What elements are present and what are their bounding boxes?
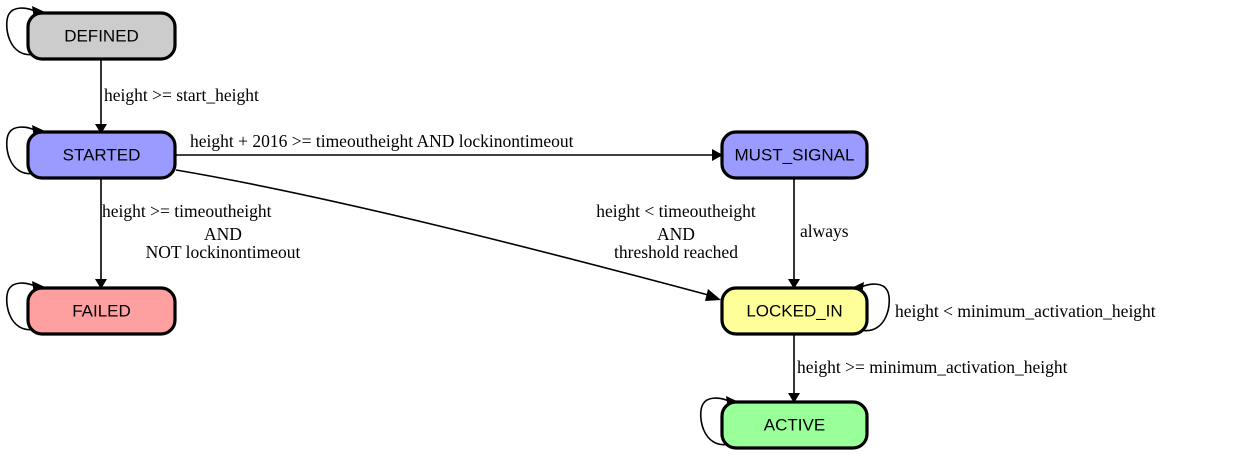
- started-to-must-signal-arrowhead: [712, 149, 723, 161]
- must-signal-to-locked-in-arrowhead: [788, 279, 800, 289]
- started-node-label: STARTED: [63, 145, 141, 164]
- edge-started-to-locked-in: [175, 169, 721, 301]
- state-node-failed[interactable]: FAILED: [26, 286, 177, 336]
- edge-must-signal-to-locked-in: [788, 178, 800, 289]
- must-signal-node-shape[interactable]: [720, 130, 869, 180]
- edge-locked-in-to-active: [788, 334, 800, 403]
- edge-label-locked-in-self-loop: height < minimum_activation_height: [895, 301, 1156, 321]
- started-self-loop-path: [5, 126, 38, 175]
- edge-defined-to-started: [95, 59, 107, 134]
- locked-in-to-active-arrowhead: [788, 393, 800, 403]
- failed-node-label: FAILED: [72, 301, 131, 320]
- started-to-locked-in-arrowhead: [705, 289, 721, 301]
- edge-label-started-to-must-signal: height + 2016 >= timeoutheight AND locki…: [190, 131, 574, 151]
- active-self-loop-path: [699, 397, 732, 446]
- started-to-locked-in-path: [175, 169, 713, 297]
- locked-in-node-shape[interactable]: [720, 286, 869, 336]
- state-node-must-signal[interactable]: MUST_SIGNAL: [720, 130, 869, 180]
- failed-self-loop-path: [5, 282, 38, 331]
- state-node-active[interactable]: ACTIVE: [720, 400, 869, 450]
- active-node-label: ACTIVE: [764, 415, 825, 434]
- locked-in-node-label: LOCKED_IN: [746, 301, 842, 320]
- edge-label-started-to-failed-line3: NOT lockinontimeout: [146, 242, 301, 262]
- must-signal-node-label: MUST_SIGNAL: [735, 145, 855, 164]
- defined-to-started-arrowhead: [95, 124, 107, 134]
- active-node-shape[interactable]: [720, 400, 869, 450]
- failed-node-shape[interactable]: [26, 286, 177, 336]
- edge-label-defined-to-started: height >= start_height: [104, 85, 259, 105]
- edge-label-started-to-failed-line2: AND: [204, 224, 242, 244]
- state-node-defined[interactable]: DEFINED: [26, 11, 177, 61]
- locked-in-self-loop-path: [858, 283, 891, 332]
- edge-started-to-failed: [95, 178, 107, 289]
- edge-label-started-to-failed-line1: height >= timeoutheight: [102, 201, 272, 221]
- edge-started-to-must-signal: [176, 149, 723, 161]
- defined-node-label: DEFINED: [64, 26, 139, 45]
- edge-label-locked-in-to-active: height >= minimum_activation_height: [797, 357, 1068, 377]
- defined-node-shape[interactable]: [26, 11, 177, 61]
- edge-label-started-to-locked-in-line2: AND: [657, 224, 695, 244]
- edge-label-started-to-locked-in-line1: height < timeoutheight: [596, 201, 756, 221]
- defined-self-loop-path: [5, 7, 38, 56]
- edge-label-must-signal-to-locked-in: always: [800, 221, 849, 241]
- edge-label-started-to-locked-in-line3: threshold reached: [614, 242, 738, 262]
- edge-label-started-to-failed: height >= timeoutheight AND NOT lockinon…: [102, 201, 301, 262]
- edge-label-started-to-locked-in: height < timeoutheight AND threshold rea…: [596, 201, 756, 262]
- state-node-locked-in[interactable]: LOCKED_IN: [720, 286, 869, 336]
- started-node-shape[interactable]: [26, 130, 177, 180]
- started-to-failed-arrowhead: [95, 279, 107, 289]
- state-node-started[interactable]: STARTED: [26, 130, 177, 180]
